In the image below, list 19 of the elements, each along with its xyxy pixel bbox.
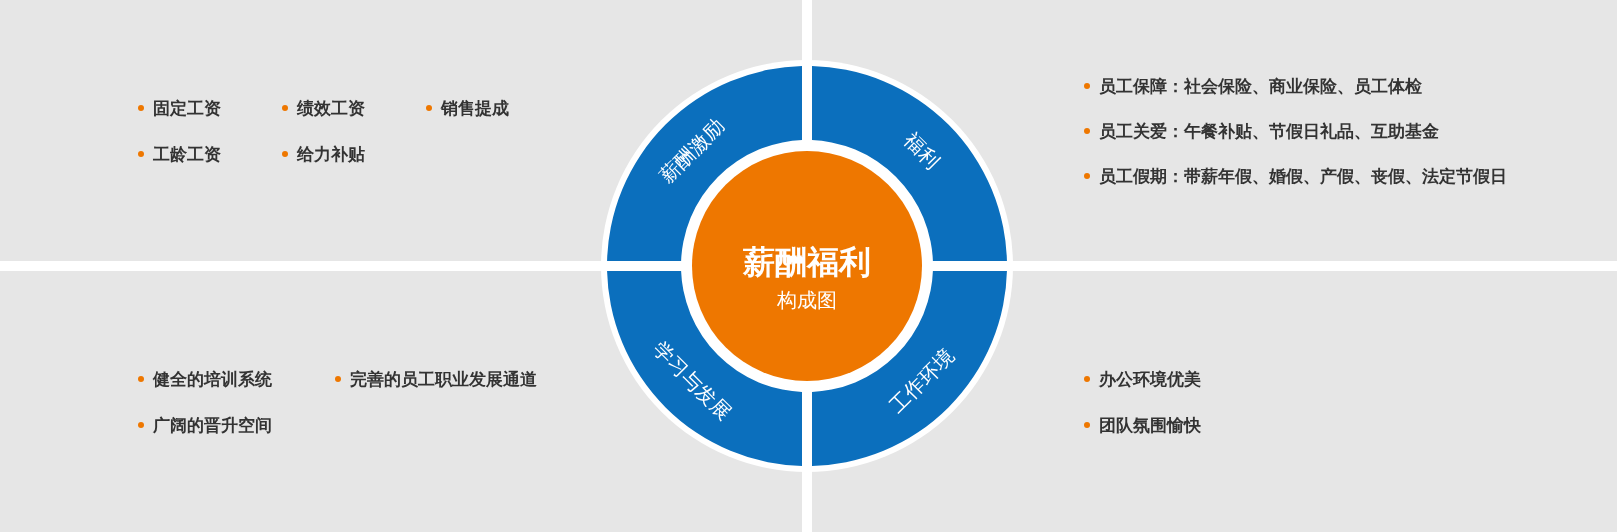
bullet-item: 员工假期：带薪年假、婚假、产假、丧假、法定节假日 [1099, 165, 1507, 187]
segment-label: 学习与发展 [647, 336, 737, 427]
bullet-item: 员工关爱：午餐补贴、节假日礼品、互助基金 [1099, 120, 1439, 142]
segment-label: 工作环境 [884, 343, 960, 420]
segment-label: 福利 [899, 127, 946, 175]
bullet-item: 健全的培训系统 [153, 368, 272, 390]
center-subtitle: 构成图 [776, 287, 838, 314]
bullet-item: 广阔的晋升空间 [153, 414, 272, 436]
center-title: 薪酬福利 [742, 242, 872, 283]
bullet-item: 工龄工资 [153, 143, 221, 165]
bullet-item: 绩效工资 [297, 97, 365, 119]
segment-label: 薪酬激励 [653, 112, 730, 189]
bullet-item: 完善的员工职业发展通道 [350, 368, 537, 390]
bullet-item: 固定工资 [153, 97, 221, 119]
bullet-item: 销售提成 [441, 97, 509, 119]
bullet-item: 给力补贴 [297, 143, 365, 165]
bullet-item: 员工保障：社会保险、商业保险、员工体检 [1099, 75, 1422, 97]
bullet-item: 团队氛围愉快 [1099, 414, 1201, 436]
bullet-item: 办公环境优美 [1099, 368, 1201, 390]
